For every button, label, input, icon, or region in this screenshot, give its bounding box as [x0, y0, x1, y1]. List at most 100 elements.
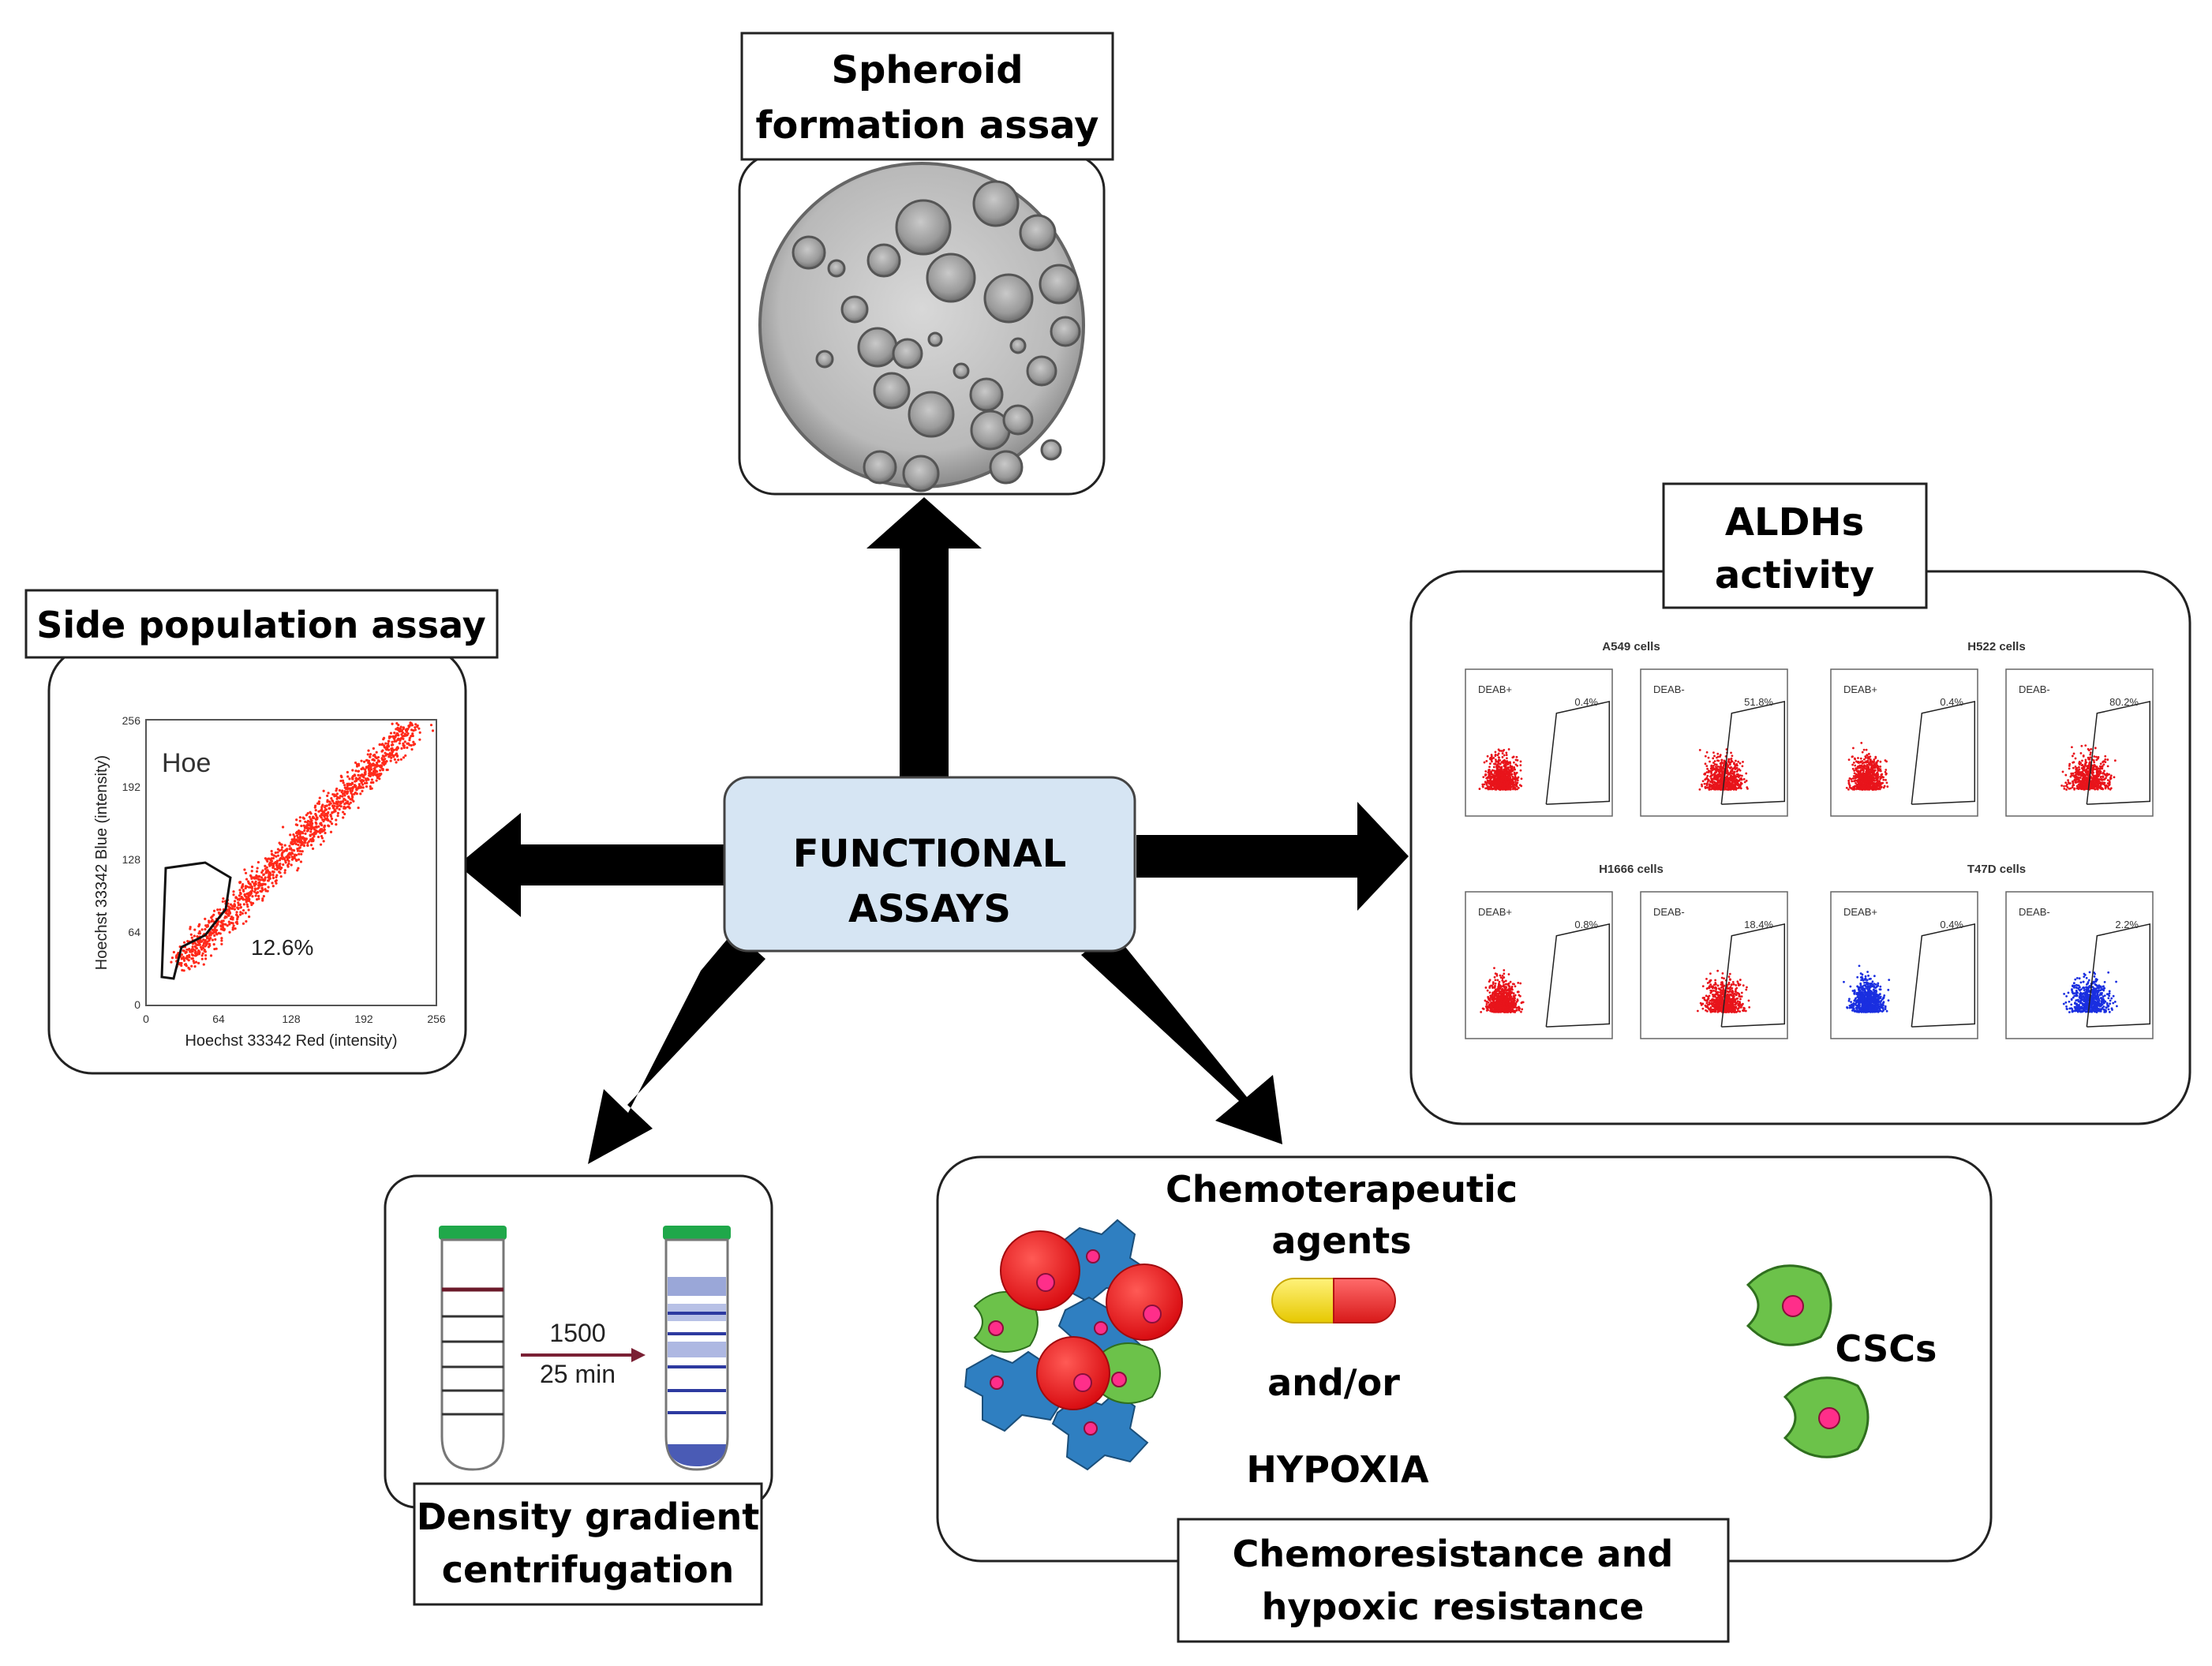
- aldh-dot: [1871, 778, 1874, 781]
- sp-dot: [272, 870, 275, 874]
- aldh-dot: [1497, 760, 1500, 763]
- aldh-dot: [1505, 751, 1508, 754]
- aldh-dot: [1506, 999, 1510, 1002]
- sp-dot: [317, 802, 320, 806]
- aldh-dot: [1513, 1001, 1516, 1005]
- sp-dot: [384, 742, 387, 745]
- sp-dot: [317, 800, 320, 803]
- sp-dot: [193, 961, 196, 964]
- aldh-dot: [2107, 787, 2110, 790]
- aldh-dot: [1704, 762, 1707, 766]
- aldh-dot: [2078, 768, 2081, 771]
- aldh-dot: [2090, 784, 2092, 788]
- aldh-dot: [1518, 1009, 1521, 1012]
- sp-dot: [298, 849, 302, 853]
- aldh-dot: [1494, 751, 1497, 754]
- sp-dot: [241, 889, 245, 892]
- aldh-dot: [1507, 984, 1510, 987]
- aldh-dot: [1507, 768, 1510, 771]
- aldh-dot: [1493, 986, 1496, 989]
- aldh-dot: [1718, 772, 1721, 775]
- sp-dot: [333, 809, 337, 812]
- sp-dot: [230, 907, 234, 910]
- sp-dot: [297, 832, 300, 835]
- aldh-dot: [1875, 779, 1878, 781]
- sp-dot: [339, 774, 342, 777]
- sp-plot-frame: [145, 719, 437, 1006]
- sp-dot: [276, 848, 280, 851]
- aldh-dot: [1493, 777, 1496, 781]
- sp-dot: [259, 884, 262, 887]
- sp-dot: [227, 905, 230, 908]
- sp-dot: [270, 849, 273, 853]
- sp-dot: [304, 820, 307, 823]
- aldh-dot: [1741, 774, 1743, 777]
- aldh-plot-deab-plus: DEAB+0.4%: [1465, 668, 1613, 817]
- sp-dot: [279, 875, 283, 878]
- aldh-dot: [1885, 781, 1888, 784]
- aldh-dot: [1867, 752, 1870, 755]
- aldh-dot: [1710, 784, 1712, 788]
- sp-dot: [370, 778, 374, 781]
- aldh-dot: [1494, 769, 1497, 773]
- aldh-dot: [1503, 754, 1506, 757]
- sp-dot: [381, 769, 384, 772]
- aldh-dot: [1508, 986, 1510, 990]
- sp-dot: [180, 964, 183, 968]
- aldh-dot: [2060, 784, 2064, 787]
- aldh-dot: [1492, 991, 1495, 994]
- aldh-dot: [1488, 777, 1491, 780]
- sp-dot: [193, 934, 196, 938]
- aldh-dot: [2096, 777, 2099, 781]
- aldh-dot: [2090, 747, 2093, 751]
- aldh-dot: [1488, 1003, 1491, 1006]
- aldh-dot: [2075, 770, 2078, 773]
- sp-dot: [387, 739, 391, 743]
- aldh-dot: [1862, 758, 1866, 761]
- sp-dot: [342, 811, 345, 814]
- sp-dot: [232, 893, 235, 897]
- aldh-dot: [2083, 780, 2086, 782]
- sp-dot: [369, 753, 372, 756]
- sp-dot: [383, 744, 386, 747]
- aldh-dot: [1708, 994, 1711, 998]
- sp-dot: [309, 825, 313, 828]
- aldh-dot: [1882, 778, 1885, 781]
- aldh-dot: [1710, 767, 1713, 769]
- sp-dot: [201, 952, 204, 955]
- sp-dot: [228, 930, 231, 934]
- aldh-dot: [1862, 768, 1865, 771]
- sp-dot: [286, 853, 290, 856]
- aldh-dot: [1720, 758, 1724, 762]
- sp-dot: [410, 743, 413, 747]
- sp-dot: [319, 814, 322, 818]
- aldh-dot: [1512, 788, 1514, 791]
- sp-dot: [294, 841, 297, 844]
- sp-dot: [395, 754, 399, 758]
- aldh-dot: [2092, 764, 2095, 767]
- sp-dot: [357, 769, 360, 773]
- aldh-dot: [1734, 779, 1737, 782]
- aldh-dot: [1491, 784, 1494, 787]
- aldh-dot: [2113, 759, 2117, 762]
- sp-dot: [290, 848, 294, 852]
- aldh-dot: [1716, 788, 1720, 791]
- aldh-dot: [2094, 776, 2097, 779]
- sp-ticks: 256 192 128 64 0 0 64 128 192 256: [122, 714, 446, 1025]
- sp-dot: [184, 951, 187, 955]
- aldh-dot: [1716, 756, 1718, 759]
- aldh-dot: [2069, 787, 2072, 790]
- sp-dot: [261, 899, 264, 902]
- aldh-dot: [1514, 763, 1518, 766]
- sp-dot: [188, 953, 191, 957]
- sp-dot: [230, 921, 233, 924]
- sp-dot: [266, 889, 269, 893]
- sp-dot: [327, 807, 331, 810]
- aldh-dot: [1739, 769, 1742, 772]
- aldh-dot: [1505, 1002, 1507, 1005]
- aldh-dot: [1730, 759, 1733, 762]
- sp-dot: [190, 948, 194, 951]
- aldh-dot: [1510, 773, 1514, 776]
- aldh-dot: [1852, 761, 1855, 764]
- aldh-dot: [1885, 778, 1887, 781]
